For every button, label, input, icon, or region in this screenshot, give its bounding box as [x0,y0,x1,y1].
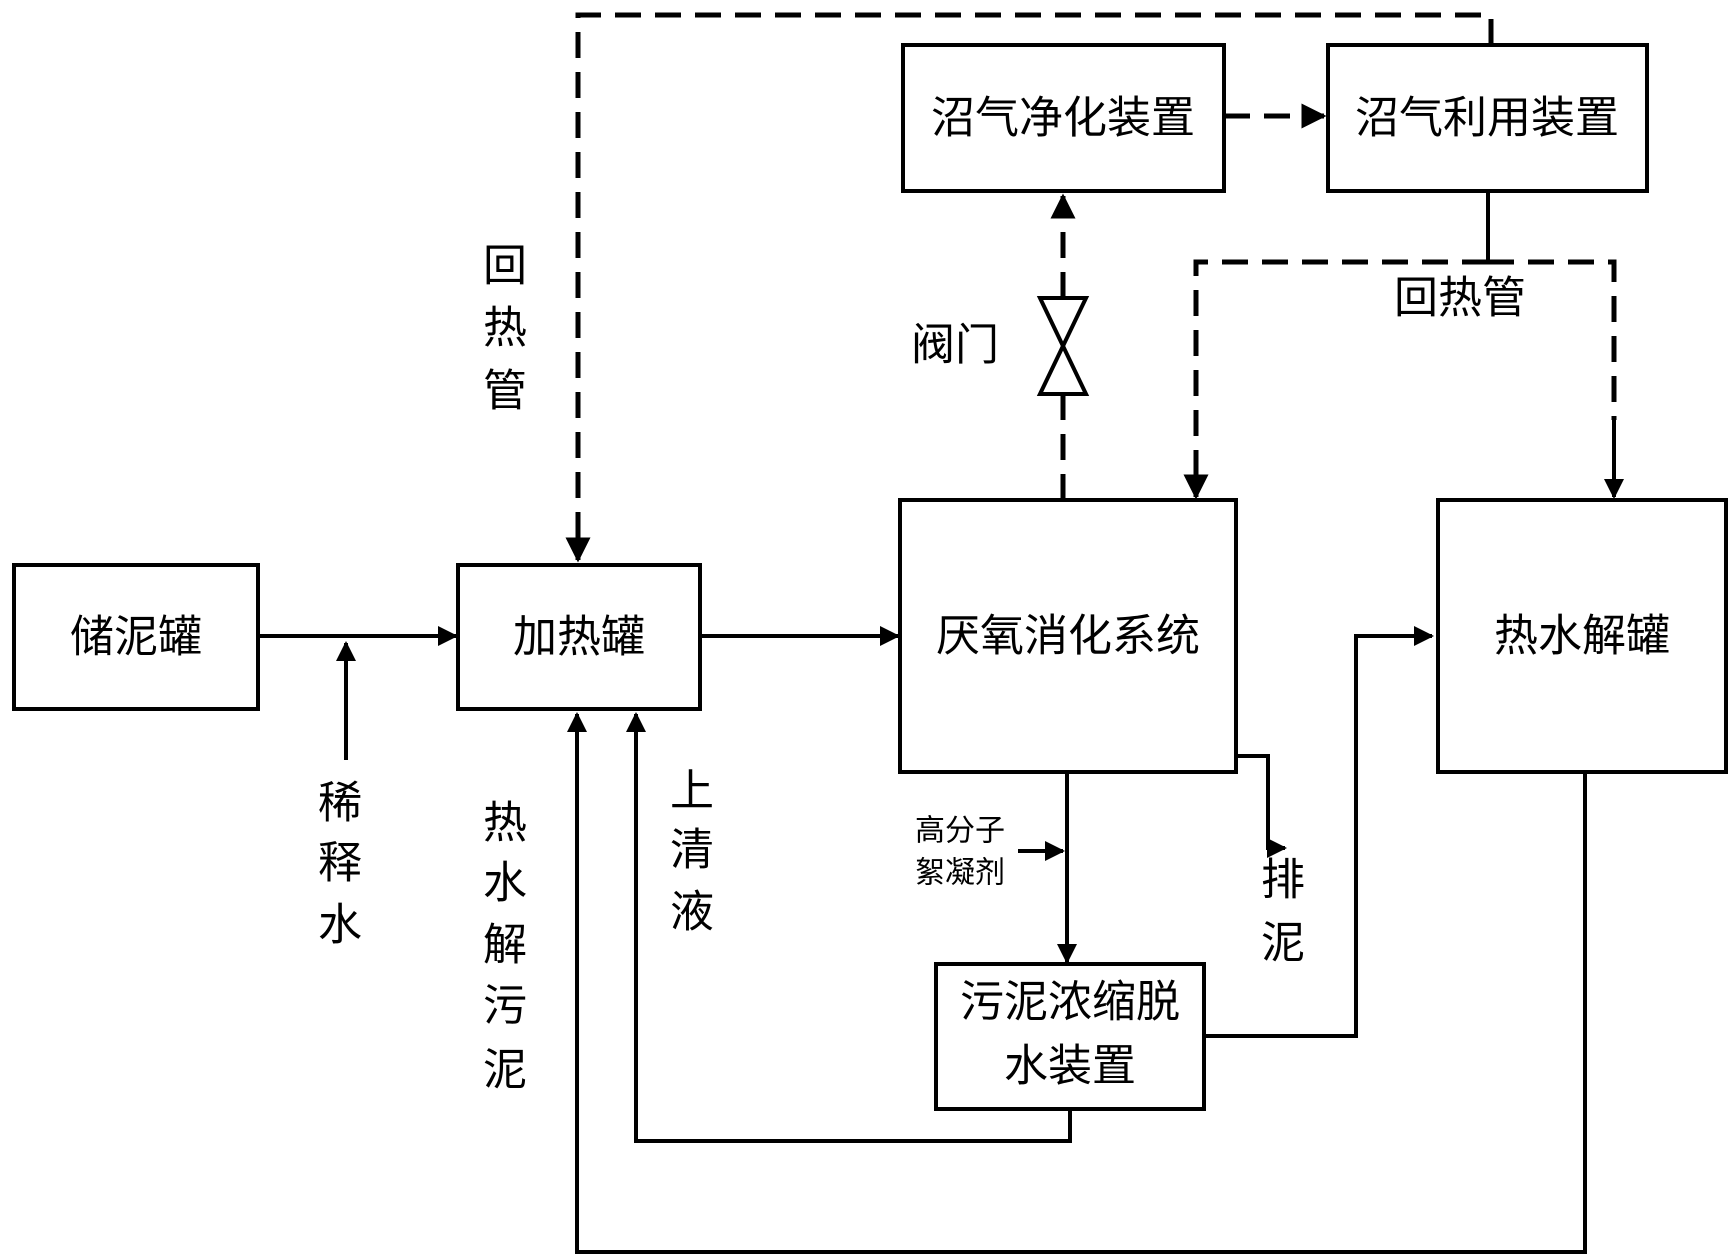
sludge-discharge-arrow [1236,754,1287,858]
heating-tank-node: 加热罐 [456,563,702,711]
hydrolyzed-sludge-return-arrow [567,712,1587,1254]
hydrolyzed-sludge-label: 热 水 解 污 泥 [483,798,527,1096]
supernatant-label: 上 清 液 [670,766,714,938]
dewatering-to-hydrolysis-arrow [1204,626,1434,1038]
biogas-purification-label: 沼气净化装置 [931,93,1195,144]
dewatering-label-line2: 水装置 [1004,1041,1136,1092]
polymer-flocculant-label-line1: 高分子 [915,814,1005,849]
svg-text:稀: 稀 [318,778,362,829]
svg-text:液: 液 [670,887,714,938]
biogas-utilization-node: 沼气利用装置 [1326,43,1649,193]
heating-tank-label: 加热罐 [513,612,645,663]
biogas-purification-node: 沼气净化装置 [901,43,1226,193]
valve-label: 阀门 [911,320,999,371]
svg-text:管: 管 [483,366,527,417]
anaerobic-system-label: 厌氧消化系统 [936,611,1200,662]
svg-text:回: 回 [483,241,527,292]
svg-text:清: 清 [670,825,714,876]
sludge-discharge-label: 排 泥 [1261,855,1305,969]
svg-text:释: 释 [318,838,362,889]
svg-text:排: 排 [1261,855,1305,906]
svg-text:泥: 泥 [483,1045,527,1096]
svg-text:热: 热 [483,798,527,849]
svg-text:泥: 泥 [1261,918,1305,969]
dewatering-label-line1: 污泥浓缩脱 [960,977,1180,1028]
storage-tank-node: 储泥罐 [12,563,260,711]
storage-tank-label: 储泥罐 [70,612,202,663]
dilution-water-label: 稀 释 水 [318,778,362,951]
thermal-hydrolysis-tank-node: 热水解罐 [1436,498,1728,774]
biogas-utilization-label: 沼气利用装置 [1355,93,1619,144]
svg-text:水: 水 [483,858,527,909]
svg-text:解: 解 [483,920,527,971]
svg-text:热: 热 [483,303,527,354]
svg-text:污: 污 [483,981,527,1032]
heat-return-pipe-left-label: 回 热 管 [483,241,527,417]
supernatant-return-arrow [626,712,1072,1143]
polymer-flocculant-label-line2: 絮凝剂 [915,856,1005,891]
svg-text:水: 水 [318,900,362,951]
thermal-hydrolysis-tank-label: 热水解罐 [1494,611,1670,662]
heat-return-pipe-right-label: 回热管 [1394,273,1526,324]
heat-return-pipe-left [565,12,1494,563]
dewatering-device-node: 污泥浓缩脱 水装置 [934,962,1206,1111]
heat-return-pipe-right-to-anaerobic [1183,259,1488,500]
heat-return-pipe-right-to-hydrolysis [1488,259,1617,420]
valve-icon [1036,296,1090,396]
anaerobic-system-node: 厌氧消化系统 [898,498,1238,774]
svg-text:上: 上 [670,766,714,817]
